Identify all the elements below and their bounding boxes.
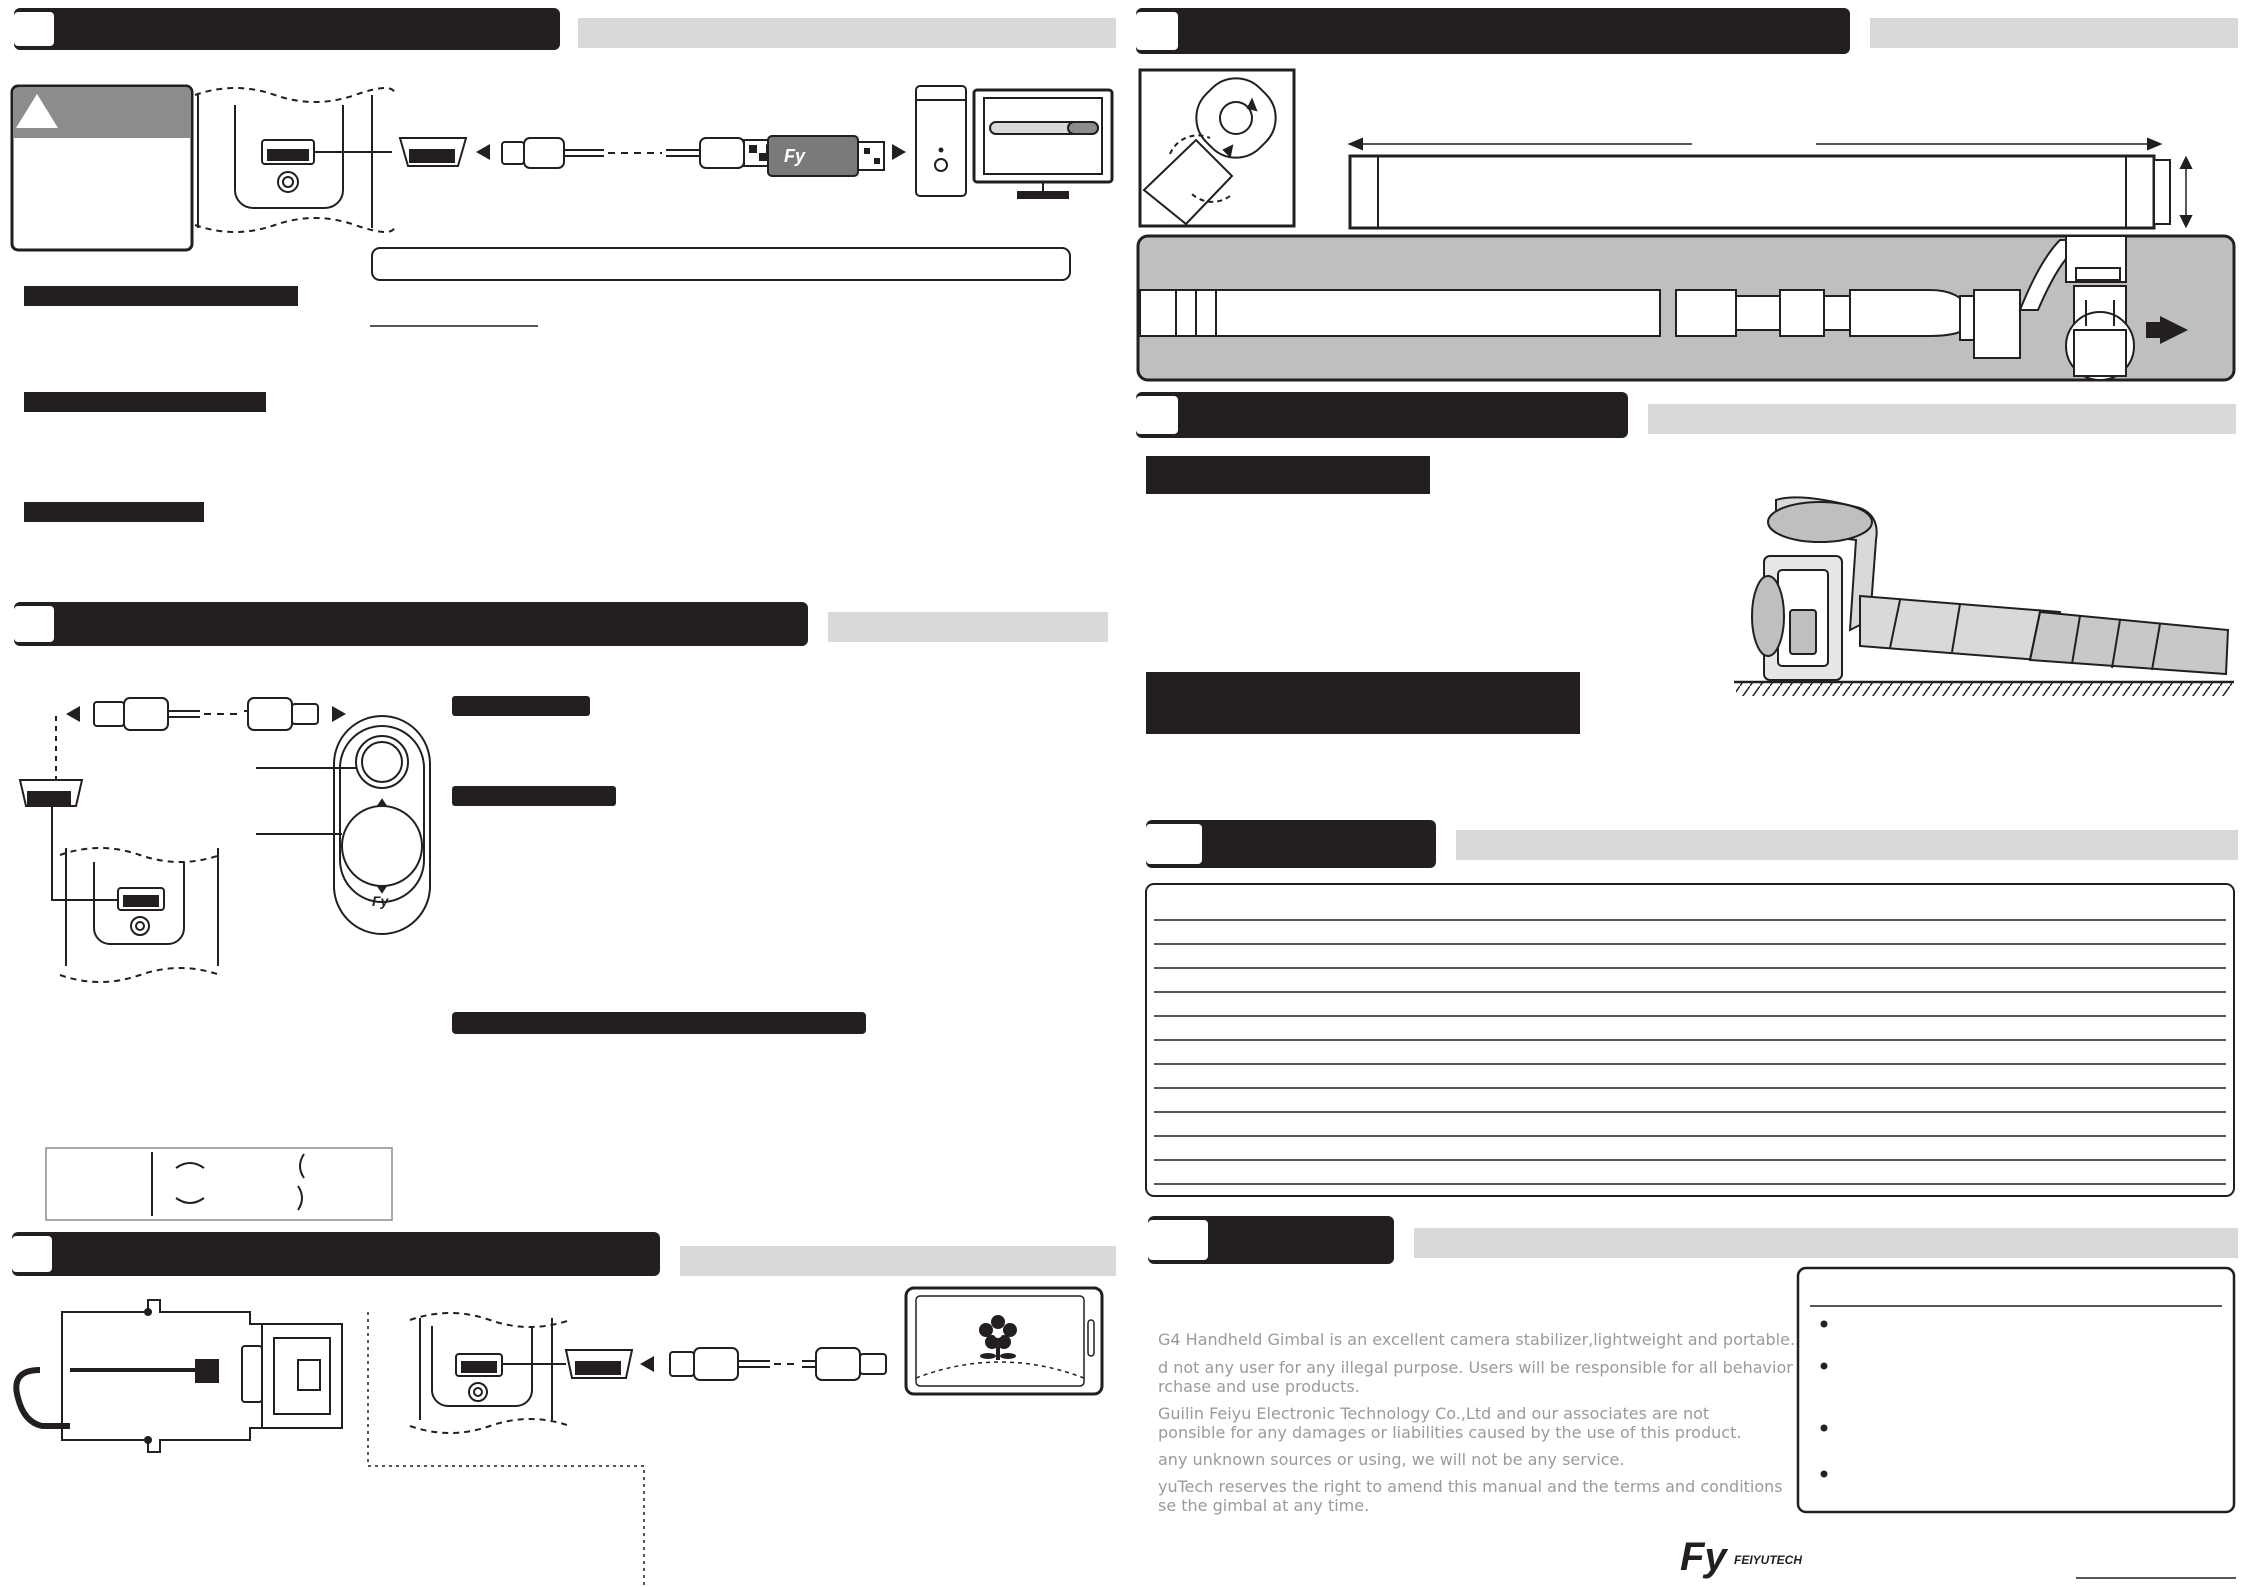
micro-usb-port-icon [398,137,468,167]
usb-cable-illustration [501,137,775,169]
label-bar [1146,456,1430,494]
extension-rod-illustration [1347,137,2193,230]
remote-controller-illustration [256,715,431,935]
usb-upgrade-stick [767,135,885,177]
micro-usb-port-icon [18,779,84,807]
label-bar [452,696,590,716]
label-bar [452,1012,866,1034]
note-bar [371,247,1071,281]
button-legend-box [45,1147,393,1221]
gimbal-usb-port-illustration [51,806,221,983]
section-header-remote-upgrade [14,602,1108,646]
arrow-right-icon [332,706,346,722]
disclaimer-line: yuTech reserves the right to amend this … [1158,1477,1783,1496]
disclaimer-line: G4 Handheld Gimbal is an excellent camer… [1158,1330,1796,1349]
arrow-left-icon [476,144,490,160]
section-header-disclaimer [1148,1216,2238,1264]
disclaimer-line: any unknown sources or using, we will no… [1158,1450,1625,1469]
usb-stick-brand-text: Fy [784,146,806,166]
disclaimer-line: se the gimbal at any time. [1158,1496,1370,1515]
disclaimer-line: d not any user for any illegal purpose. … [1158,1358,1798,1377]
section-header-usage [1136,392,2236,438]
bullet-icon [1820,1424,1828,1432]
arrow-left-icon [640,1356,654,1372]
usb-cable-illustration [669,1347,887,1381]
section-header-extension-rod [1136,8,2238,54]
disclaimer-line: ponsible for any damages or liabilities … [1158,1423,1742,1442]
rod-twist-detail-illustration [1138,68,1296,228]
section-header-specifications [1146,820,2238,868]
usb-cable-illustration [93,697,319,731]
arrow-right-icon [2146,316,2188,344]
spec-table [1145,883,2235,1197]
disclaimer-line: rchase and use products. [1158,1377,1360,1396]
label-bar [452,786,616,806]
warning-triangle-icon [16,94,58,128]
gimbal-on-ground-illustration [1734,496,2234,696]
computer-illustration [915,85,1114,199]
arrow-right-icon [892,144,906,160]
bullet-icon [1820,1320,1828,1328]
feiyutech-logo: Fy FEIYUTECH [1680,1535,1802,1579]
notes-box [1796,1266,2236,1514]
bullet-icon [1820,1470,1828,1478]
section-header-camera-upgrade [12,1232,1116,1276]
logo-wordmark: FEIYUTECH [1734,1553,1802,1567]
label-bar [24,286,298,306]
disclaimer-line: Guilin Feiyu Electronic Technology Co.,L… [1158,1404,1710,1423]
section-header-firmware-upgrade [14,8,1116,50]
micro-usb-port-icon [564,1349,634,1379]
gimbal-with-rod-panel [1136,234,2236,382]
label-bar [1146,672,1580,734]
warning-box [10,84,194,252]
logo-mark: Fy [1680,1535,1728,1579]
camera-screen-illustration [904,1286,1104,1396]
remote-brand-text: Fy [372,893,390,909]
gimbal-usb-port-illustration [409,1312,571,1434]
flower-icon [979,1315,1017,1360]
gimbal-usb-port-illustration [194,87,396,233]
camera-mount-illustration [13,1299,343,1453]
arrow-left-icon [66,706,80,722]
bullet-icon [1820,1362,1828,1370]
label-bar [24,502,204,522]
label-bar [24,392,266,412]
